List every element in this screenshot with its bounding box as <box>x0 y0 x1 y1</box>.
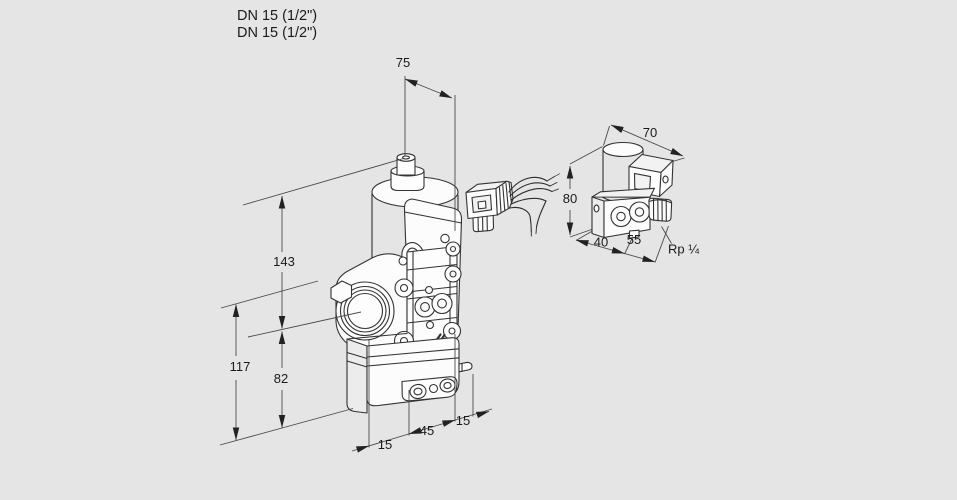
dim-75-label: 75 <box>396 55 410 70</box>
block-bands <box>346 348 460 368</box>
side-hole <box>593 204 600 213</box>
cable-plug-drawing <box>465 173 560 237</box>
connection-wires <box>508 173 560 237</box>
main-valve-drawing <box>330 153 473 414</box>
dim-arrow <box>355 445 370 453</box>
plug-side-hole <box>662 175 669 184</box>
dim-117-label: 117 <box>230 359 251 374</box>
nominal-size-label-1: DN 15 (1/2") <box>237 8 317 24</box>
dim-line-75 <box>404 78 453 99</box>
extension-line <box>569 146 603 165</box>
thread-ring <box>346 292 384 330</box>
pilot-ports <box>414 292 453 318</box>
main-valve-dimensions: 75 143 82 117 15 45 15 <box>219 55 493 453</box>
knurl-ribs <box>652 197 667 222</box>
dim-70-label: 70 <box>643 125 657 140</box>
extension-line <box>242 158 404 206</box>
port-inner <box>616 211 626 222</box>
dim-arrow <box>441 419 456 427</box>
cap-hole <box>402 155 410 160</box>
dim-143-label: 143 <box>273 254 295 269</box>
coil-top <box>602 141 644 158</box>
block-top <box>591 187 656 198</box>
dim-15-right-label: 15 <box>456 413 470 428</box>
knurl-top <box>648 199 673 204</box>
extension-line <box>575 231 592 241</box>
extension-line <box>219 408 354 446</box>
block-side <box>591 196 605 239</box>
extension-line <box>569 229 592 238</box>
ring-ribs <box>498 181 513 214</box>
dim-line-70 <box>610 124 684 157</box>
extension-line <box>220 280 319 309</box>
extension-line <box>603 125 610 146</box>
dim-arrow <box>408 427 423 435</box>
dim-80-label: 80 <box>563 191 577 206</box>
dim-15-left-label: 15 <box>378 437 392 452</box>
centerline-extension <box>247 311 362 338</box>
nominal-size-label-2: DN 15 (1/2") <box>237 25 317 41</box>
mounting-tab <box>330 280 353 304</box>
dim-arrow <box>611 246 625 254</box>
dim-40-label: 40 <box>594 235 608 250</box>
extension-line <box>672 157 685 162</box>
port-inner <box>634 207 645 217</box>
test-nipple <box>458 361 473 373</box>
dim-55-label: 55 <box>627 232 641 247</box>
port <box>628 201 651 223</box>
plug-recess-inner <box>477 200 487 210</box>
leader-line <box>661 226 672 244</box>
compact-valve-drawing <box>591 141 674 239</box>
thread-ring <box>343 289 387 333</box>
bottom-ports <box>409 378 456 400</box>
compact-valve-dimensions: 70 80 40 55 Rp ¼ <box>563 124 699 263</box>
panel-band <box>403 211 463 224</box>
block-top-edge <box>346 332 408 340</box>
dim-arrow <box>475 410 490 419</box>
extension-line <box>654 225 669 263</box>
bottom-tab <box>628 229 640 239</box>
block-side <box>346 338 368 414</box>
thread-connection-label: Rp ¼ <box>668 242 699 257</box>
dim-82-label: 82 <box>274 371 288 386</box>
dim-45-label: 45 <box>420 423 434 438</box>
thread-ring <box>339 285 391 337</box>
panel-hole <box>440 233 450 244</box>
port <box>610 205 632 228</box>
